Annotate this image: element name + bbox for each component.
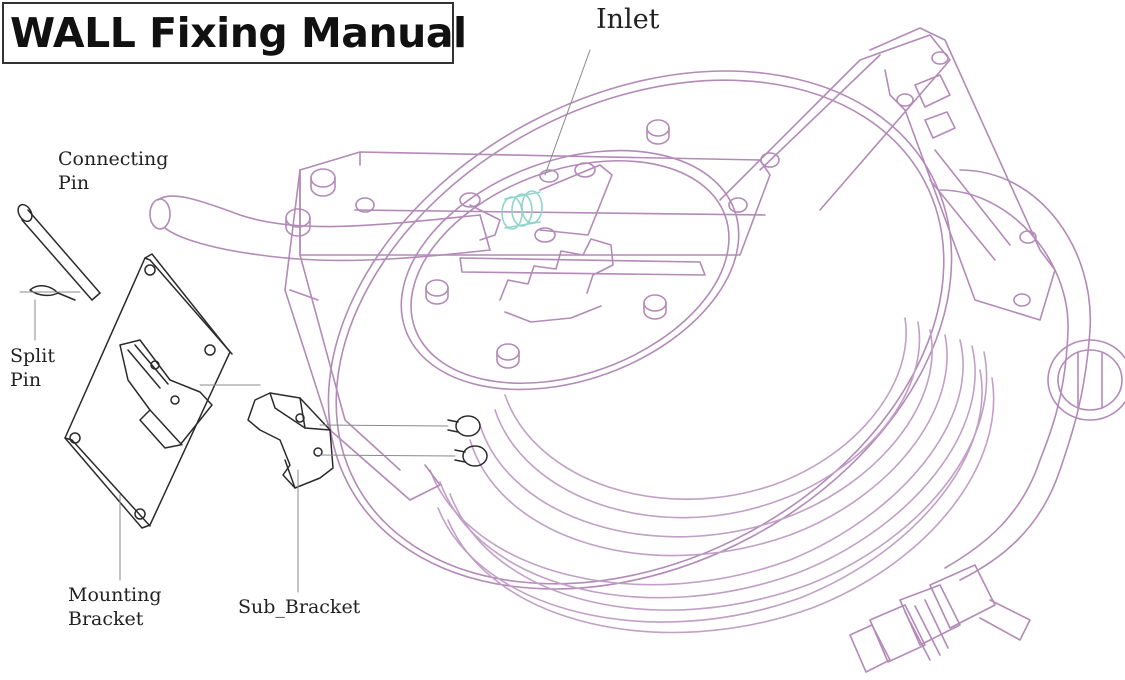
hose-reel: [149, 27, 1125, 673]
spray-nozzle: [849, 564, 1031, 673]
label-connecting-pin-line2: Pin: [58, 172, 90, 194]
inlet-fitting: [459, 164, 613, 241]
frame-bolts: [285, 152, 780, 237]
label-connecting-pin-line1: Connecting: [58, 148, 169, 170]
label-mounting-bracket-line2: Bracket: [68, 608, 144, 630]
mounting-bolts: [447, 415, 488, 467]
page-title: WALL Fixing Manual: [10, 9, 467, 57]
mounting-bracket-plate: [64, 253, 233, 529]
hose-coils: [429, 317, 995, 634]
sub-bracket: [247, 392, 334, 489]
hub-bolts: [355, 119, 670, 369]
label-mounting-bracket-line1: Mounting: [68, 584, 162, 606]
connecting-pin: [17, 203, 101, 301]
leader-lines: [19, 49, 591, 593]
label-split-pin-line1: Split: [10, 345, 55, 367]
label-sub-bracket: Sub_Bracket: [238, 596, 361, 618]
inlet-hose: [149, 195, 491, 262]
label-inlet: Inlet: [596, 4, 660, 35]
label-split-pin-line2: Pin: [10, 369, 42, 391]
split-pin: [29, 285, 76, 301]
title-box: WALL Fixing Manual: [2, 2, 467, 64]
detached-parts: [17, 49, 591, 593]
